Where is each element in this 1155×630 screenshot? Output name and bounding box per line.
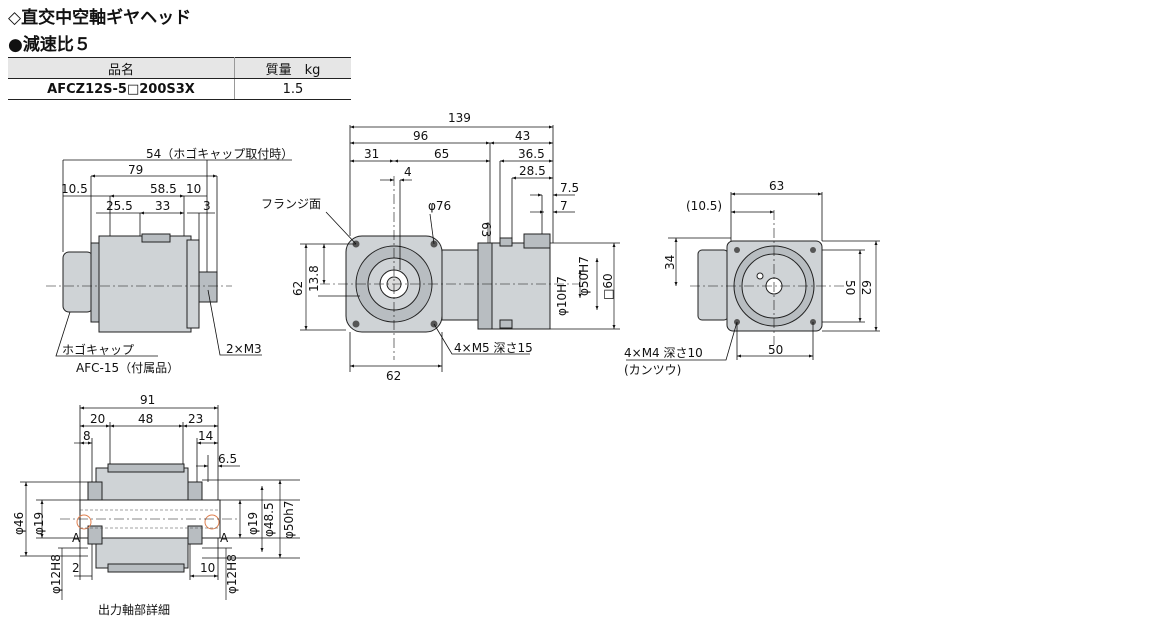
- dim-50-vertical: 50: [843, 280, 857, 295]
- dim-31: 31: [364, 147, 379, 161]
- phi-12-h8-left: φ12H8: [49, 554, 63, 594]
- phi-48-5: φ48.5: [262, 502, 276, 537]
- dim-58-5: 58.5: [150, 182, 177, 196]
- phi-50-h7: φ50H7: [577, 256, 591, 296]
- mount-hole: [352, 320, 360, 328]
- cap-flange: [90, 242, 100, 323]
- motor-body: [491, 242, 551, 330]
- model-cell: AFCZ12S-5□200S3X: [8, 78, 235, 100]
- dim-2: 2: [72, 561, 80, 575]
- cap-label: ホゴキャップ: [62, 342, 134, 357]
- dim-25-5: 25.5: [106, 199, 133, 213]
- dim-50-horizontal: 50: [768, 343, 783, 357]
- dim-65: 65: [434, 147, 449, 161]
- dim-10: 10: [200, 561, 215, 575]
- dim-96: 96: [413, 129, 428, 143]
- dim-8: 8: [83, 429, 91, 443]
- dim-63-vertical: 63: [479, 222, 493, 237]
- dim-10: 10: [186, 182, 201, 196]
- dim-54-cap: 54（ホゴキャップ取付時）: [146, 146, 293, 161]
- phi-10-h7: φ10H7: [555, 276, 569, 316]
- table-row: AFCZ12S-5□200S3X 1.5: [8, 78, 351, 100]
- gearhead-body: [98, 235, 192, 333]
- ratio-subtitle: ●減速比５: [8, 35, 91, 55]
- dim-43: 43: [515, 129, 530, 143]
- dim-14: 14: [198, 429, 213, 443]
- side-view: 54（ホゴキャップ取付時） 79 10.5 58.5 10 25.5 33 3 …: [46, 146, 293, 375]
- section-label-a-right: A: [220, 531, 229, 545]
- phi-12-h8-right: φ12H8: [225, 554, 239, 594]
- output-boss: [198, 271, 218, 303]
- tap-holes-label: 4×M4 深さ10: [624, 346, 703, 360]
- table-header-row: 品名 質量 kg: [8, 57, 351, 79]
- phi-19-left: φ19: [32, 512, 46, 535]
- dim-36-5: 36.5: [518, 147, 545, 161]
- phi-50-h7: φ50h7: [282, 501, 296, 539]
- bearing: [187, 525, 203, 545]
- dim-23: 23: [188, 412, 203, 426]
- end-boss: [697, 249, 729, 321]
- dim-20: 20: [90, 412, 105, 426]
- mount-holes-label: 4×M5 深さ15: [454, 341, 533, 355]
- dim-6-5: 6.5: [218, 452, 237, 466]
- detail-marker-a: [76, 514, 92, 530]
- bearing: [187, 481, 203, 501]
- dim-33: 33: [155, 199, 170, 213]
- tap-hole: [734, 247, 740, 253]
- flange-face-label: フランジ面: [261, 197, 321, 211]
- shaft-detail-view: 91 20 48 23 8 14 6.5 φ46 φ19 φ19 φ48.5 φ…: [12, 393, 300, 617]
- through-label: (カンツウ): [624, 363, 681, 377]
- gear-housing: [441, 249, 481, 321]
- dim-10-5: 10.5: [61, 182, 88, 196]
- phi-46: φ46: [12, 512, 26, 535]
- mass-cell: 1.5: [234, 78, 351, 100]
- dim-34: 34: [663, 255, 677, 270]
- dim-3: 3: [203, 199, 211, 213]
- housing-cap: [107, 563, 185, 573]
- tap-hole: [810, 247, 816, 253]
- dim-62-horizontal: 62: [386, 369, 401, 383]
- detail-marker-a: [204, 514, 220, 530]
- column-header-mass: 質量 kg: [234, 57, 351, 79]
- screw-label: 2×M3: [226, 342, 262, 356]
- end-view: 63 (10.5) 34 50 62 50 4×M4 深さ10 (カンツウ): [624, 179, 880, 377]
- cap-part-number: AFC-15（付属品）: [76, 361, 179, 375]
- end-pin: [756, 272, 764, 280]
- dim-13-8: 13.8: [307, 265, 321, 292]
- dim-28-5: 28.5: [519, 164, 546, 178]
- dim-91: 91: [140, 393, 155, 407]
- page-title: ◇直交中空軸ギヤヘッド: [8, 8, 192, 28]
- dim-7: 7: [560, 199, 568, 213]
- section-label-a-left: A: [72, 531, 81, 545]
- dim-79: 79: [128, 163, 143, 177]
- dim-139: 139: [448, 111, 471, 125]
- spec-table: 品名 質量 kg AFCZ12S-5□200S3X 1.5: [8, 57, 351, 100]
- side-plate: [186, 239, 200, 329]
- bearing: [87, 525, 103, 545]
- dim-63: 63: [769, 179, 784, 193]
- protective-cap: [62, 251, 94, 313]
- square-60: □60: [601, 273, 615, 300]
- motor-connector: [499, 237, 513, 247]
- phi-76: φ76: [428, 199, 451, 213]
- cable-outlet: [523, 233, 551, 249]
- motor-flange: [477, 242, 493, 330]
- dim-48: 48: [138, 412, 153, 426]
- dim-62-vertical: 62: [291, 281, 305, 296]
- dim-4: 4: [404, 165, 412, 179]
- dim-62-vertical: 62: [859, 280, 873, 295]
- dim-7-5: 7.5: [560, 181, 579, 195]
- motor-connector: [499, 319, 513, 329]
- motor-connector: [141, 233, 171, 243]
- housing-cap: [107, 463, 185, 473]
- front-view: 139 96 43 31 65 36.5 28.5 7.5 7 4 フランジ面 …: [261, 111, 620, 383]
- phi-19-right: φ19: [246, 512, 260, 535]
- dim-10-5-paren: (10.5): [686, 199, 722, 213]
- column-header-model: 品名: [8, 57, 235, 79]
- bearing: [87, 481, 103, 501]
- detail-caption: 出力軸部詳細: [98, 602, 170, 617]
